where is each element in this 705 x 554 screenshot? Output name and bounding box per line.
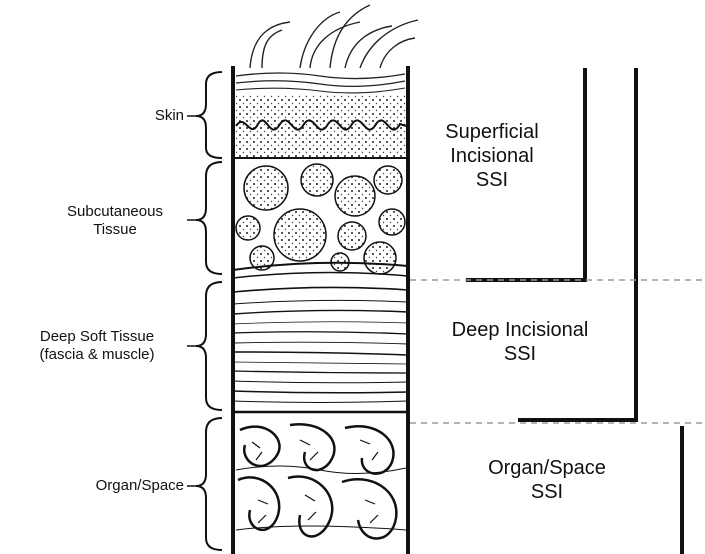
zone-label-line: SSI <box>420 342 620 366</box>
zone-label-line: SSI <box>414 168 570 192</box>
zone-label-line: Incisional <box>414 144 570 168</box>
zone-label-line: Deep Incisional <box>420 318 620 342</box>
zone-label-line: Organ/Space <box>444 456 650 480</box>
zone-label-line: Superficial <box>414 120 570 144</box>
zone-label-deep-incisional-ssi: Deep Incisional SSI <box>420 318 620 366</box>
zone-label-organ-space-ssi: Organ/Space SSI <box>444 456 650 504</box>
zone-label-line: SSI <box>444 480 650 504</box>
zone-label-superficial-incisional-ssi: Superficial Incisional SSI <box>414 120 570 192</box>
